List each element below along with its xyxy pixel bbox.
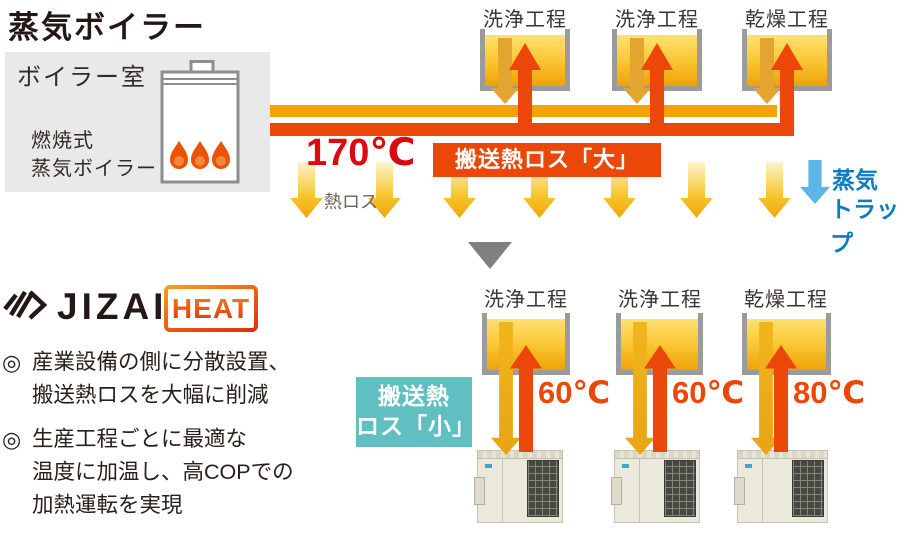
feature-points: ◎ 産業設備の側に分散設置、 搬送熱ロスを大幅に削減 ◎ 生産工程ごとに最適な … [2, 346, 350, 533]
bottom-tank3-label: 乾燥工程 [744, 289, 828, 311]
brand-name: JIZAI [57, 286, 168, 327]
unit-grille [527, 460, 559, 517]
unit-grille [792, 460, 824, 517]
bottom-tank1-label: 洗浄工程 [484, 289, 568, 311]
unit-panel-seam [762, 458, 763, 522]
jizai-logo-icon [3, 290, 48, 320]
transport-loss-small-line2: ロス「小」 [356, 413, 476, 439]
tank2-temp-label: 60℃ [672, 375, 745, 410]
top-tank2-label: 洗浄工程 [615, 9, 699, 31]
point1-line1: 産業設備の側に分散設置、 [32, 350, 291, 374]
boiler-type-line2: 蒸気ボイラー [31, 158, 157, 180]
steam-trap-label-line2: トラップ [830, 196, 899, 256]
unit-panel-seam [639, 458, 640, 522]
heat-pump-unit [611, 450, 700, 523]
heat-pump-unit [474, 450, 563, 523]
unit-brand-mark [745, 464, 752, 468]
transport-loss-small-line1: 搬送熱 [378, 383, 450, 409]
unit-top-vent [478, 451, 562, 459]
feature-point-2: ◎ 生産工程ごとに最適な 温度に加温し、高COPでの 加熱運転を実現 [2, 423, 350, 522]
unit-brand-mark [485, 464, 492, 468]
flame-icon [170, 141, 230, 169]
feature-point-1: ◎ 産業設備の側に分散設置、 搬送熱ロスを大幅に削減 [2, 346, 350, 412]
steam-trap-arrow-icon [800, 160, 830, 204]
point2-line2: 温度に加温し、高COPでの [32, 460, 294, 484]
tank1-temp-label: 60℃ [538, 375, 611, 410]
bullet-icon: ◎ [2, 427, 22, 452]
top-tank1-label: 洗浄工程 [483, 9, 567, 31]
point2-line3: 加熱運転を実現 [32, 493, 183, 517]
tank3-temp-label: 80℃ [793, 375, 866, 410]
heat-loss-label: 熱ロス [324, 192, 378, 212]
heat-pump-unit [734, 450, 828, 523]
unit-grille [664, 460, 696, 517]
unit-top-vent [738, 451, 827, 459]
heat-badge-label: HEAT [164, 285, 258, 332]
point2-line1: 生産工程ごとに最適な [32, 427, 248, 451]
boiler-room-label: ボイラー室 [17, 64, 147, 91]
section-title-steam-boiler: 蒸気ボイラー [8, 10, 206, 45]
unit-side-box [474, 477, 485, 505]
transition-triangle-icon [468, 242, 512, 269]
bullet-icon: ◎ [2, 350, 22, 375]
heat-loss-arrow-icon [680, 162, 713, 218]
boiler-icon [160, 60, 240, 184]
bottom-tank2-label: 洗浄工程 [618, 289, 702, 311]
unit-side-box [611, 477, 622, 505]
steam-trap-label-line1: 蒸気 [832, 167, 878, 193]
transport-loss-small-box: 搬送熱 ロス「小」 [356, 377, 476, 447]
unit-side-box [734, 477, 745, 505]
transport-loss-large-box: 搬送熱ロス「大」 [433, 143, 661, 177]
top-tank3-label: 乾燥工程 [745, 9, 829, 31]
point1-line2: 搬送熱ロスを大幅に削減 [32, 383, 269, 407]
unit-top-vent [615, 451, 699, 459]
unit-brand-mark [622, 464, 629, 468]
heat-badge-inner [168, 289, 254, 328]
supply-temp-label: 170℃ [306, 132, 416, 174]
heat-badge: HEAT [164, 285, 258, 332]
boiler-type-line1: 燃焼式 [31, 130, 94, 152]
heat-loss-arrow-icon [758, 162, 791, 218]
unit-panel-seam [502, 458, 503, 522]
